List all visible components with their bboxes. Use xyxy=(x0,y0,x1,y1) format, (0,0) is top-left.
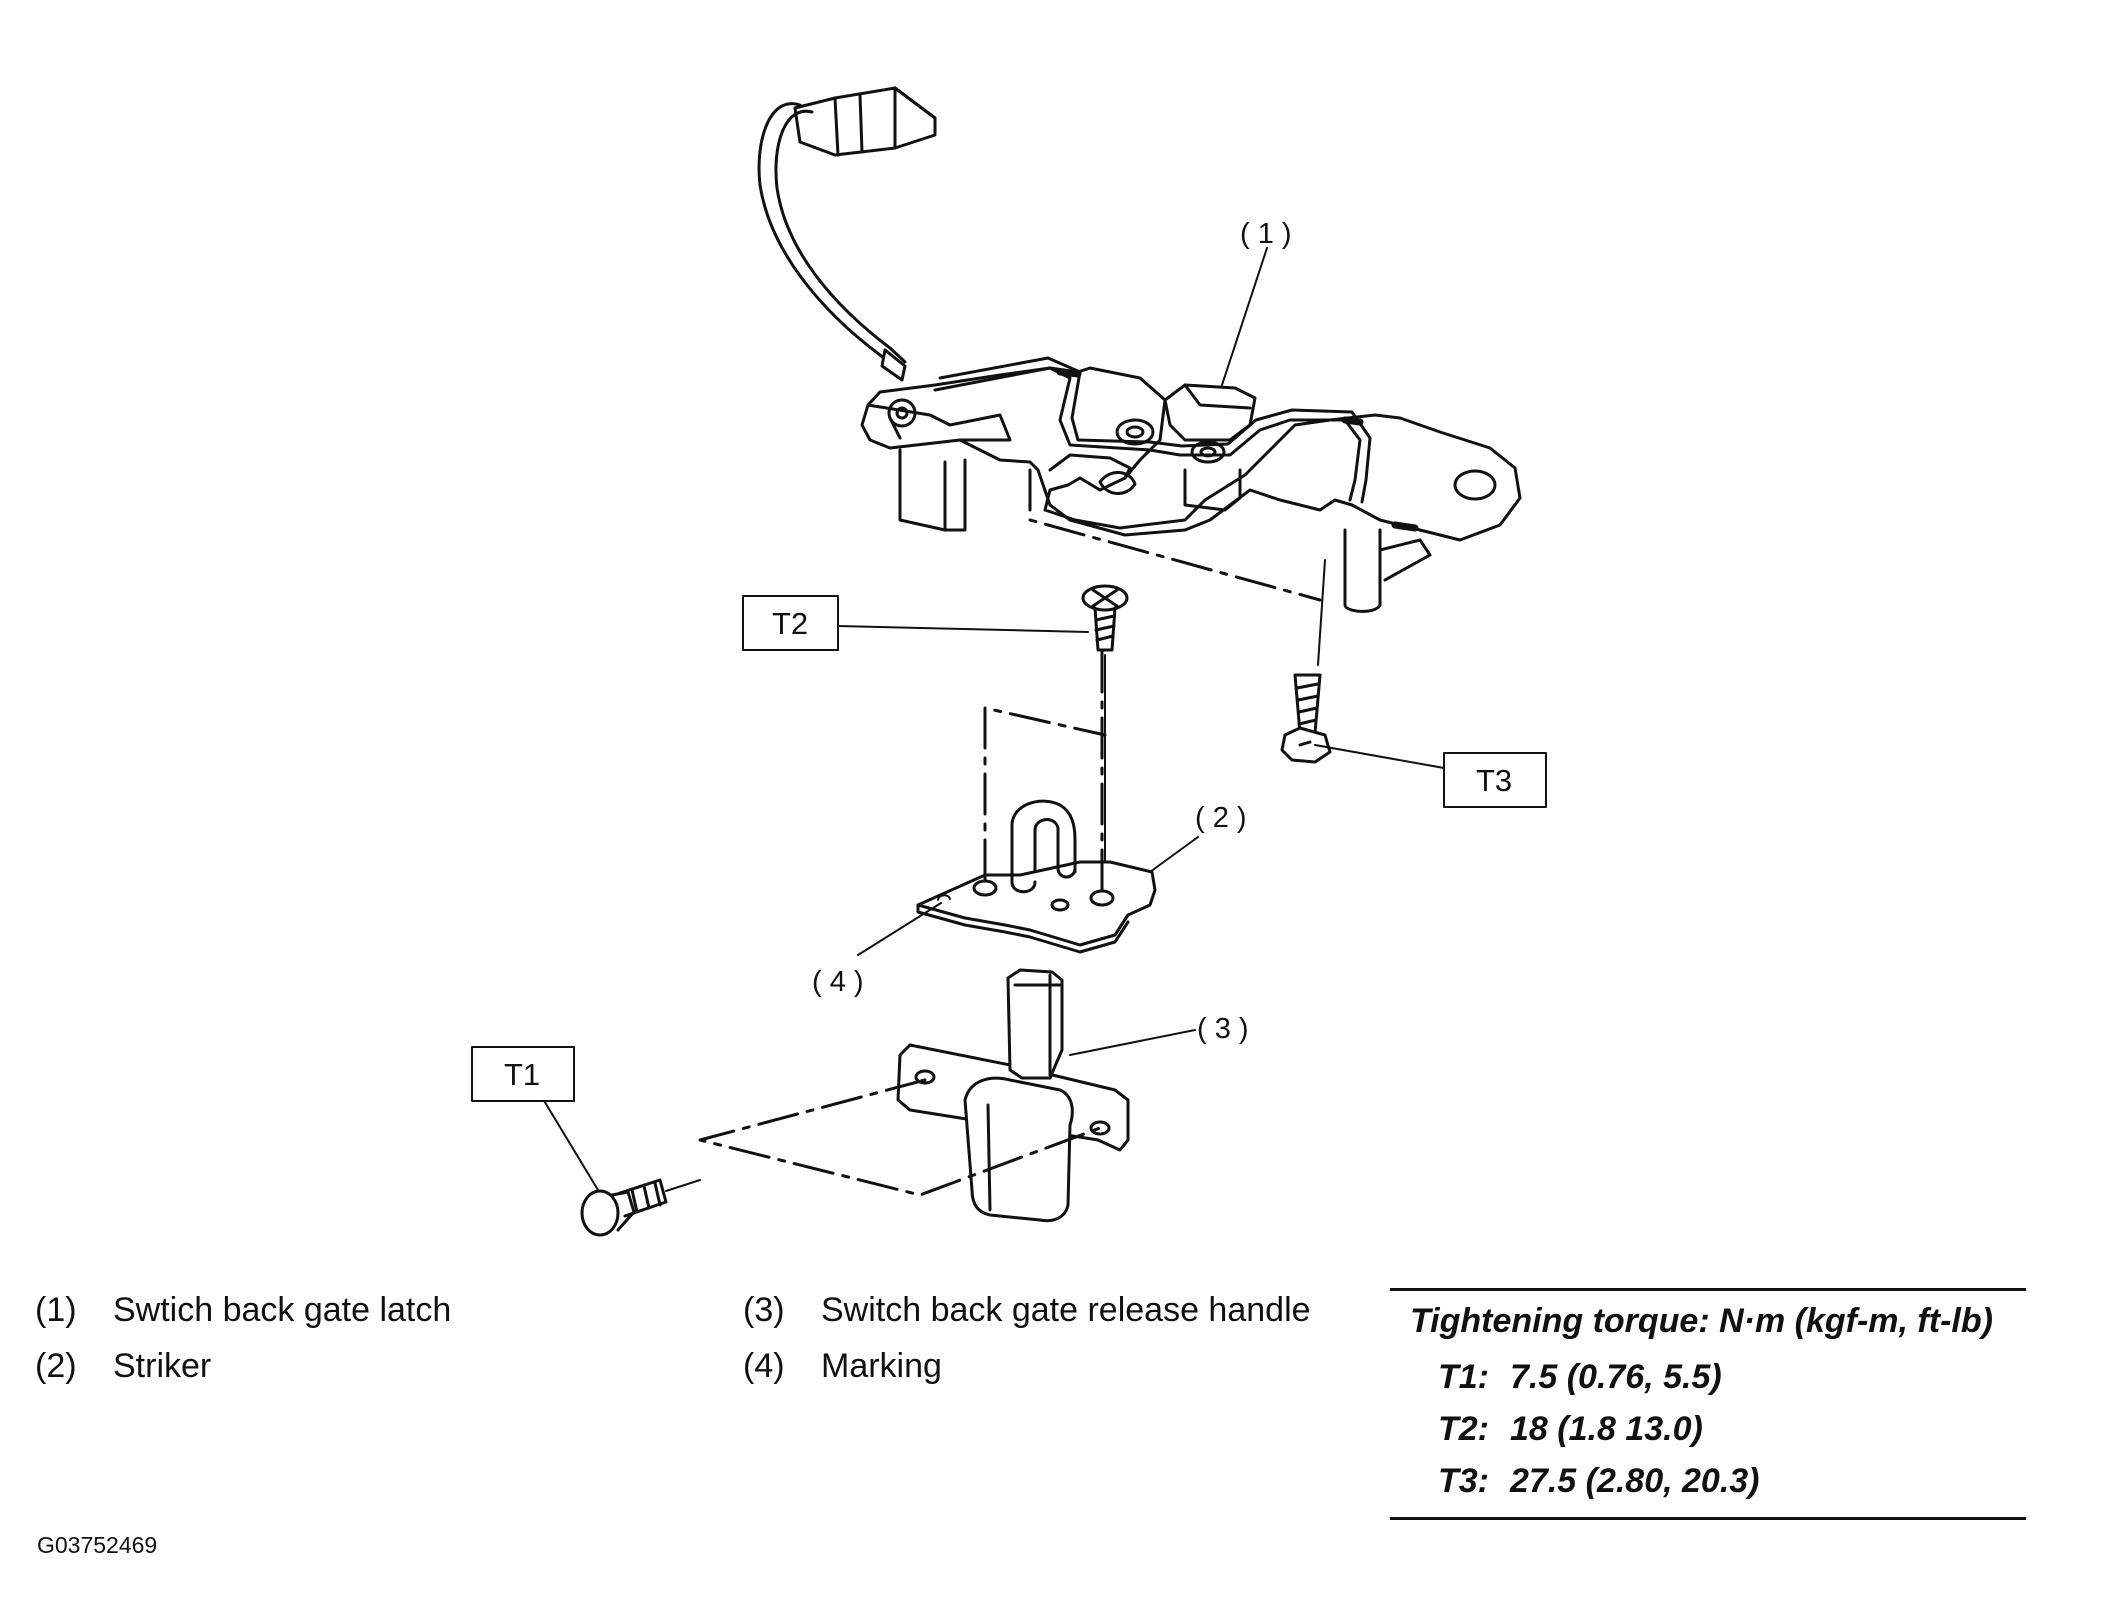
legend-item: (3) Switch back gate release handle xyxy=(743,1290,1311,1330)
callout-2: ( 2 ) xyxy=(1195,802,1247,834)
torque-value: 18 (1.8 13.0) xyxy=(1510,1410,1703,1448)
t3-bolt-icon xyxy=(1280,559,1332,764)
leader-lines xyxy=(542,247,1445,1191)
legend-item: (1) Swtich back gate latch xyxy=(35,1290,451,1330)
divider xyxy=(1390,1288,2026,1291)
figure-id: G03752469 xyxy=(37,1532,158,1558)
t2-label: T2 xyxy=(772,606,808,641)
legend-text: Switch back gate release handle xyxy=(821,1291,1311,1329)
torque-key: T1: xyxy=(1438,1358,1489,1396)
legend-number: (2) xyxy=(35,1347,77,1385)
legend-text: Marking xyxy=(821,1347,942,1385)
connector-icon xyxy=(793,86,937,157)
t1-bolt-icon xyxy=(580,1178,701,1237)
legend-number: (3) xyxy=(743,1291,785,1329)
torque-value: 7.5 (0.76, 5.5) xyxy=(1510,1358,1722,1396)
torque-value: 27.5 (2.80, 20.3) xyxy=(1510,1462,1760,1500)
callout-1: ( 1 ) xyxy=(1240,218,1292,250)
legend-item: (2) Striker xyxy=(35,1346,211,1386)
legend-text: Striker xyxy=(113,1347,212,1385)
legend-item: (4) Marking xyxy=(743,1346,942,1386)
t3-box xyxy=(1443,752,1547,808)
torque-table: Tightening torque: N·m (kgf-m, ft-lb) T1… xyxy=(1390,1288,2026,1520)
torque-row: T3: 27.5 (2.80, 20.3) xyxy=(1390,1455,2026,1507)
t1-box xyxy=(471,1046,575,1102)
latch-assembly xyxy=(757,86,1522,613)
t2-screw-icon xyxy=(1081,584,1129,881)
torque-row: T2: 18 (1.8 13.0) xyxy=(1390,1403,2026,1455)
torque-heading: Tightening torque: N·m (kgf-m, ft-lb) xyxy=(1410,1302,1993,1340)
legend-number: (1) xyxy=(35,1291,77,1329)
t3-label: T3 xyxy=(1476,763,1512,798)
callout-4: ( 4 ) xyxy=(812,966,864,998)
callout-3: ( 3 ) xyxy=(1197,1013,1249,1045)
release-handle xyxy=(698,968,1130,1223)
divider xyxy=(1390,1517,2026,1520)
striker xyxy=(916,648,1157,954)
torque-key: T3: xyxy=(1438,1462,1489,1500)
legend-text: Swtich back gate latch xyxy=(113,1291,452,1329)
torque-key: T2: xyxy=(1438,1410,1489,1448)
t2-box xyxy=(742,595,839,651)
t1-label: T1 xyxy=(504,1057,540,1092)
torque-row: T1: 7.5 (0.76, 5.5) xyxy=(1390,1351,2026,1403)
legend-number: (4) xyxy=(743,1347,785,1385)
